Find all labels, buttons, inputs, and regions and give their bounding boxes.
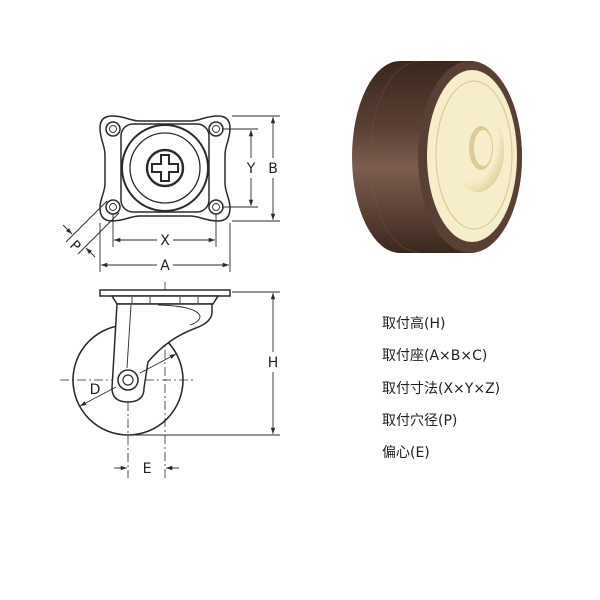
spec-mounting-height: 取付高(H) — [382, 315, 445, 332]
mounting-hole-top-left — [105, 121, 121, 137]
mounting-hole-top-right — [208, 121, 224, 137]
spec-mounting-hole-diameter: 取付穴径(P) — [382, 413, 457, 429]
dimension-h — [130, 291, 280, 436]
mounting-hole-top-right-inner — [212, 125, 220, 133]
swivel-bearing — [110, 295, 220, 305]
tire-seam — [369, 61, 419, 253]
top-view — [62, 115, 280, 272]
spec-mounting-plate: 取付座(A×B×C) — [382, 348, 487, 364]
swivel-inner-ring — [129, 132, 201, 204]
spec-list: 取付高(H) 取付座(A×B×C) 取付寸法(X×Y×Z) 取付穴径(P) 偏心… — [382, 315, 500, 461]
label-y: Y — [246, 161, 256, 177]
axle — [122, 374, 134, 386]
dimension-a — [99, 223, 231, 272]
fork-inner-edge — [126, 304, 132, 369]
spec-mounting-dimensions: 取付寸法(X×Y×Z) — [382, 381, 500, 397]
kingpin-cross — [151, 154, 179, 182]
mounting-hole-bottom-right — [208, 199, 224, 215]
wheel-illustration — [352, 61, 522, 253]
label-d: D — [90, 382, 101, 398]
spec-offset: 偏心(E) — [382, 445, 430, 461]
label-h: H — [268, 355, 279, 371]
mounting-hole-bottom-right-inner — [212, 203, 220, 211]
wheel-center-ring — [435, 80, 513, 230]
label-a: A — [160, 258, 170, 274]
axle-boss — [117, 369, 139, 391]
mounting-hole-bottom-left — [105, 199, 121, 215]
dimension-d — [79, 353, 177, 407]
mounting-hole-bottom-left-inner — [109, 203, 117, 211]
label-b: B — [268, 161, 278, 177]
dimension-p — [62, 200, 120, 258]
label-e: E — [143, 461, 152, 477]
swivel-outer-ring — [121, 124, 209, 212]
fork-arm-detail — [157, 304, 201, 326]
dimension-b — [232, 115, 280, 222]
dimension-y — [222, 128, 258, 208]
top-plate — [99, 289, 231, 297]
wheel-bore — [474, 130, 492, 166]
label-x: X — [160, 233, 170, 249]
side-view — [60, 282, 280, 478]
mounting-hole-top-left-inner — [109, 125, 117, 133]
kingpin-hub — [145, 148, 185, 188]
bearing-ticks — [131, 297, 199, 303]
